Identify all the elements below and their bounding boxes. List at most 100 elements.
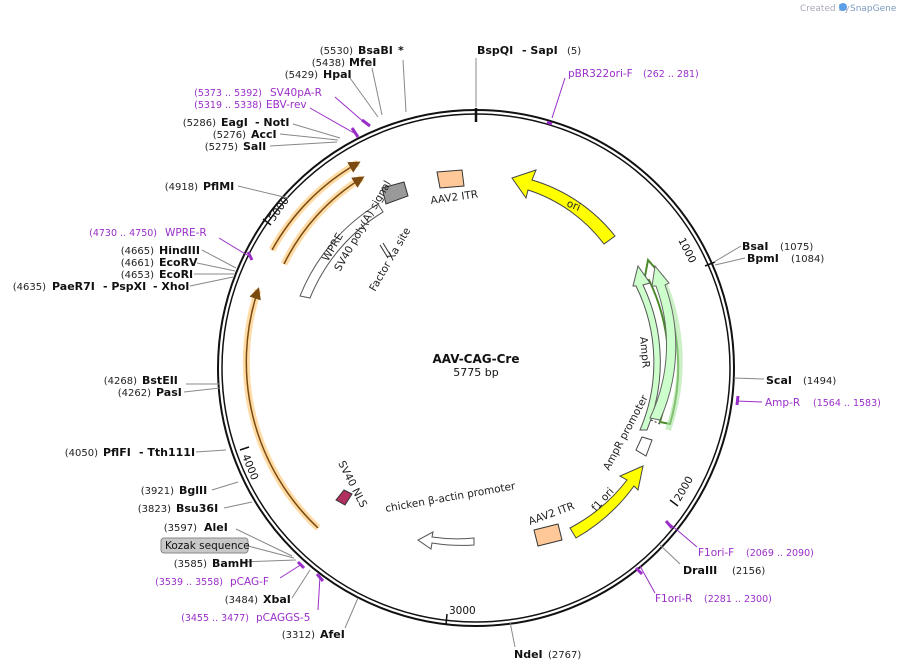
cre-feature[interactable] <box>245 287 319 529</box>
wpre-orange-inner[interactable] <box>283 176 365 265</box>
afei-name: AfeI <box>320 628 345 641</box>
alei-pos: (3597) <box>164 523 197 534</box>
aav2-itr-top-feature[interactable] <box>436 169 465 189</box>
wpre-orange-outer[interactable] <box>271 161 361 251</box>
bsai-pos: (1075) <box>780 242 813 253</box>
bsai-leader <box>713 245 742 263</box>
sali-pos: (5275) <box>205 142 238 153</box>
bpmi-leader <box>714 257 746 266</box>
bglii-pos: (3921) <box>141 486 174 497</box>
afei-leader <box>344 597 359 629</box>
pflfi-pos: (4050) <box>65 448 98 459</box>
wpre-feature[interactable] <box>299 203 384 299</box>
f1ori-f-leader <box>669 523 698 548</box>
wpre-r-name: WPRE-R <box>165 227 207 239</box>
pflmi-leader <box>237 185 289 199</box>
tick-4000 <box>239 446 250 451</box>
sv40pa-r-primer[interactable] <box>361 118 371 128</box>
factor-xa-label: Factor Xa site <box>367 226 413 294</box>
tick-5000 <box>262 218 272 226</box>
bsu36i-pos: (3823) <box>138 504 171 515</box>
eagi-leader <box>292 123 341 139</box>
kozak-badge[interactable] <box>160 537 249 554</box>
bamhi-name: BamHI <box>212 557 253 570</box>
bamhi-pos: (3585) <box>174 559 207 570</box>
plasmid-length: 5775 bp <box>453 366 498 379</box>
alei-name: AleI <box>204 521 228 534</box>
pcaggs-5-primer[interactable] <box>315 573 325 582</box>
mfei-name: MfeI <box>349 56 376 69</box>
eagi-pos: (5286) <box>183 118 216 129</box>
f1ori-r-primer[interactable] <box>634 566 644 576</box>
ebv-rev-leader <box>309 107 355 134</box>
pbr322ori-f-name: pBR322ori-F <box>568 68 633 80</box>
ampr-feature[interactable] <box>632 264 661 431</box>
aav2-itr-bottom-feature[interactable] <box>533 523 563 547</box>
ebv-rev-name: EBV-rev <box>266 99 307 111</box>
mfei-pos: (5438) <box>312 58 345 69</box>
sv40-nls-feature[interactable] <box>335 489 353 506</box>
hpai-leader <box>349 77 379 118</box>
f1ori-f-primer[interactable] <box>664 520 674 529</box>
bsabi-mark: * <box>398 44 404 57</box>
f1-ori-feature[interactable] <box>569 465 644 539</box>
pasi-pos: (4262) <box>118 388 151 399</box>
tth111i-name: - Tth111I <box>139 446 195 459</box>
hpai-pos: (5429) <box>285 70 318 81</box>
scai-pos: (1494) <box>803 376 836 387</box>
sv40-polya-feature[interactable] <box>381 181 409 205</box>
bpmi-name: BpmI <box>747 252 779 265</box>
amp-r-leader <box>735 400 763 403</box>
acci-pos: (5276) <box>213 130 246 141</box>
alei-leader <box>235 528 293 557</box>
pcaggs-5-leader <box>317 575 321 611</box>
hindiii-leader <box>201 249 237 269</box>
bsu36i-name: Bsu36I <box>176 502 218 515</box>
acci-name: AccI <box>251 128 277 141</box>
ampr-promoter-feature[interactable] <box>635 436 653 457</box>
draiii-name: DraIII <box>683 564 717 577</box>
kozak-label: Kozak sequence <box>165 540 250 552</box>
sali-leader <box>269 141 338 147</box>
ori-label: ori <box>565 198 582 214</box>
ecori-pos: (4653) <box>121 270 154 281</box>
tick-3000 <box>445 613 448 626</box>
pcag-f-leader <box>279 563 303 579</box>
tick-1000 <box>704 261 716 267</box>
pasi-name: PasI <box>156 386 182 399</box>
chicken-actin-promoter-feature[interactable] <box>417 531 475 550</box>
ndei-name: NdeI <box>514 648 543 661</box>
tick-2000 <box>669 499 679 507</box>
mfei-leader <box>371 67 383 116</box>
hindiii-name: HindIII <box>159 244 200 257</box>
pflfi-name: PflFI <box>103 446 131 459</box>
watermark-brand: SnapGene <box>850 4 897 14</box>
wpre-r-primer[interactable] <box>246 251 254 261</box>
ampr-dotted-mark <box>650 419 661 425</box>
sv40pa-r-range: (5373 .. 5392) <box>194 88 262 99</box>
ampr-label: AmpR <box>637 336 652 368</box>
wpre-r-range: (4730 .. 4750) <box>89 228 157 239</box>
ndei-pos: (2767) <box>548 650 581 661</box>
pcag-f-primer[interactable] <box>296 560 306 570</box>
ecorv-pos: (4661) <box>121 258 154 269</box>
ori-feature[interactable] <box>511 169 616 245</box>
f1ori-r-range: (2281 .. 2300) <box>704 594 772 605</box>
ebv-rev-primer[interactable] <box>350 127 360 138</box>
amp-r-primer[interactable] <box>735 395 740 406</box>
bpmi-pos: (1084) <box>791 254 824 265</box>
bspqi-name: BspQI <box>477 44 513 57</box>
chicken-actin-label: chicken β-actin promoter <box>384 480 516 515</box>
ampr-cds[interactable] <box>649 264 677 421</box>
xbai-leader <box>291 569 311 599</box>
tick-label-3000: 3000 <box>449 605 476 617</box>
pbr322ori-f-primer[interactable] <box>546 120 553 126</box>
aav2-itr-top-label: AAV2 ITR <box>430 188 479 207</box>
xbai-name: XbaI <box>263 593 291 606</box>
pasi-leader <box>183 387 221 393</box>
ampr-promoter-label: AmpR promoter <box>601 393 651 473</box>
draiii-leader <box>659 544 681 565</box>
f1ori-f-range: (2069 .. 2090) <box>746 548 814 559</box>
sali-name: SalI <box>243 140 266 153</box>
